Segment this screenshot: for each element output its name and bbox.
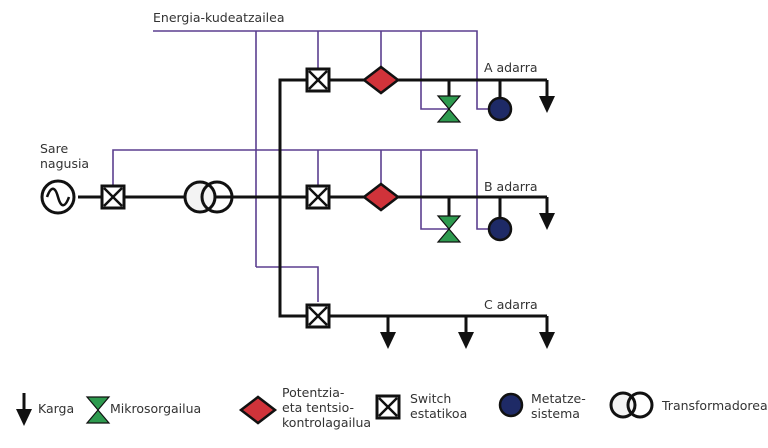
branch-a-label: A adarra [484,60,538,75]
main-static-switch-icon [100,184,126,210]
legend-label-controller-3: kontrolagailua [282,415,371,430]
ac-source-icon [40,179,76,215]
controller-diamond-icon [239,395,277,425]
branch-a-storage-icon [487,96,513,122]
legend-item-storage: Metatze- sistema [498,391,586,421]
energy-manager-label: Energia-kudeatzailea [153,10,285,25]
branch-b-controller-icon [362,182,400,212]
legend-item-switch: Switch estatikoa [375,391,467,421]
transformer-icon [183,180,234,214]
legend-label-switch-1: Switch [410,391,451,406]
control-lines [112,30,490,302]
legend-label-storage-2: sistema [531,406,580,421]
legend-item-microsource: Mikrosorgailua [86,396,201,424]
branch-c: C adarra [305,297,557,351]
load-arrow-icon [14,391,34,428]
branch-a-controller-icon [362,65,400,95]
microsource-icon [86,396,110,424]
legend-item-load: Karga [14,391,74,428]
branch-a-load-icon [537,78,557,115]
legend-label-transformer: Transformadorea [661,398,768,413]
branch-a-static-switch-icon [305,67,331,93]
branch-b-load-icon [537,195,557,232]
legend-label-controller-2: eta tentsio- [282,400,354,415]
branch-c-load-icon-1 [378,314,398,351]
branch-c-static-switch-icon [305,303,331,329]
branch-b-static-switch-icon [305,184,331,210]
branch-c-load-icon-2 [456,314,476,351]
branch-b: B adarra [305,179,557,243]
branch-c-label: C adarra [484,297,538,312]
legend-item-transformer: Transformadorea [609,391,768,419]
branch-c-load-icon-3 [537,314,557,351]
legend-item-controller: Potentzia- eta tentsio- kontrolagailua [239,385,371,430]
storage-icon [498,392,524,418]
branch-a: A adarra [305,60,557,123]
static-switch-icon [375,394,401,420]
legend-label-load: Karga [38,401,74,416]
legend-label-switch-2: estatikoa [410,406,467,421]
legend-label-storage-1: Metatze- [531,391,586,406]
branch-b-storage-icon [487,216,513,242]
main-grid-label-line1: Sare [40,141,68,156]
branch-b-label: B adarra [484,179,538,194]
legend-label-microsource: Mikrosorgailua [110,401,201,416]
main-grid-label-line2: nagusia [40,156,89,171]
legend-label-controller-1: Potentzia- [282,385,344,400]
legend: Karga Mikrosorgailua Potentzia- eta tent… [14,385,768,430]
